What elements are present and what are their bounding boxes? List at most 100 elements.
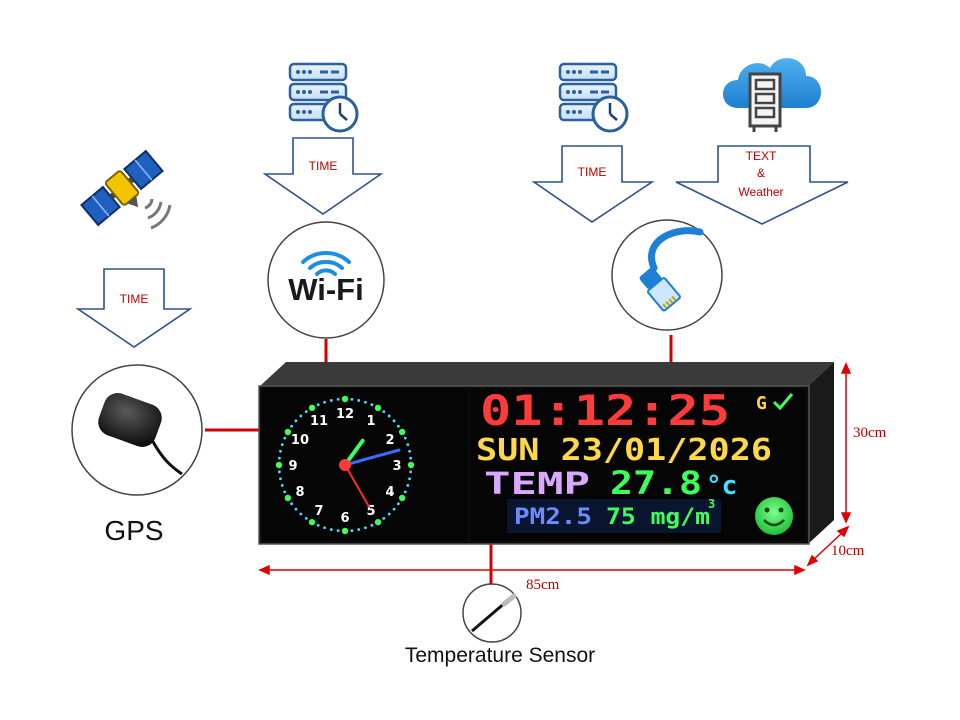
clock-minute-mark xyxy=(316,523,320,527)
clock-hour-mark xyxy=(284,428,292,436)
clock-minute-mark xyxy=(408,449,411,453)
smiley-icon xyxy=(755,497,793,535)
clock-number: 1 xyxy=(366,414,375,429)
clock-number: 5 xyxy=(366,504,375,519)
clock-minute-mark xyxy=(382,516,386,520)
clock-minute-mark xyxy=(323,400,327,404)
clock-ticks xyxy=(275,395,415,535)
clock-number: 6 xyxy=(340,511,349,526)
clock-second-hand xyxy=(344,464,370,508)
height-label: 30cm xyxy=(853,425,887,441)
clock-minute-mark xyxy=(316,403,320,407)
clock-minute-mark xyxy=(283,490,287,494)
clock-number: 9 xyxy=(288,459,297,474)
depth-dimension xyxy=(806,525,850,567)
gps-time-arrow: TIME xyxy=(75,268,193,348)
clock-minute-mark xyxy=(370,523,374,527)
clock-minute-mark xyxy=(403,436,407,440)
clock-number: 11 xyxy=(310,414,328,429)
text-weather-line1: TEXT xyxy=(746,149,777,163)
clock-hour-mark xyxy=(407,461,415,469)
text-weather-line3: Weather xyxy=(738,185,783,199)
clock-minute-mark xyxy=(336,529,340,533)
wifi-logo-text: Wi-Fi xyxy=(288,272,363,307)
clock-minute-mark xyxy=(350,397,354,401)
clock-minute-mark xyxy=(409,470,413,474)
ethernet-cable-icon xyxy=(611,219,723,331)
clock-hour-mark xyxy=(308,518,316,526)
led-gps-badge: G xyxy=(756,393,767,414)
server-clock-icon xyxy=(288,62,359,133)
clock-minute-mark xyxy=(299,512,303,516)
clock-hour-mark xyxy=(398,494,406,502)
clock-number: 10 xyxy=(291,433,309,448)
connector-lines xyxy=(205,335,673,584)
clock-number: 8 xyxy=(295,485,304,500)
gps-time-label: TIME xyxy=(120,292,149,306)
clock-minute-mark xyxy=(357,399,361,402)
clock-minute-mark xyxy=(329,528,333,531)
led-pm-value: 75 mg/m xyxy=(606,505,710,530)
clock-number: 12 xyxy=(336,407,354,422)
led-pm-label: PM2.5 xyxy=(514,505,592,530)
clock-number: 3 xyxy=(392,459,401,474)
clock-minute-hand xyxy=(343,448,401,467)
text-weather-line2: & xyxy=(757,166,765,180)
clock-number: 4 xyxy=(386,485,395,500)
ethernet-time-label: TIME xyxy=(578,165,607,179)
clock-minute-mark xyxy=(363,400,367,404)
clock-hour-mark xyxy=(341,527,349,535)
clock-minute-mark xyxy=(363,526,367,530)
clock-minute-mark xyxy=(350,529,354,533)
clock-minute-mark xyxy=(329,399,333,402)
led-time: 01:12:25 xyxy=(480,386,730,435)
height-dimension xyxy=(840,362,852,524)
clock-number: 2 xyxy=(386,433,395,448)
gps-label: GPS xyxy=(104,515,163,546)
clock-hour-mark xyxy=(308,404,316,412)
signal-waves xyxy=(144,198,172,230)
led-temp-value: 27.8 xyxy=(610,464,702,502)
clock-minute-mark xyxy=(357,528,361,531)
clock-minute-mark xyxy=(392,507,396,511)
clock-minute-mark xyxy=(387,414,391,418)
ethernet-time-arrow: TIME xyxy=(531,145,655,223)
clock-hour-mark xyxy=(284,494,292,502)
clock-center-cap xyxy=(339,459,351,471)
clock-minute-mark xyxy=(406,443,410,447)
clock-hour-mark xyxy=(374,518,382,526)
clock-minute-mark xyxy=(396,424,400,428)
clock-minute-mark xyxy=(406,483,410,487)
width-dimension xyxy=(258,564,806,576)
cloud-server-icon xyxy=(723,58,821,132)
wifi-logo: Wi-Fi xyxy=(267,221,385,339)
led-date: SUN 23/01/2026 xyxy=(476,433,772,468)
clock-hour-mark xyxy=(374,404,382,412)
wifi-time-arrow: TIME xyxy=(262,137,384,215)
clock-hour-mark xyxy=(341,395,349,403)
clock-minute-mark xyxy=(382,410,386,414)
gps-antenna-icon xyxy=(71,364,203,496)
server-clock-icon-2 xyxy=(558,62,629,133)
clock-minute-mark xyxy=(280,483,284,487)
temperature-probe-icon xyxy=(462,583,522,643)
clock-number: 7 xyxy=(314,504,323,519)
clock-minute-mark xyxy=(408,477,411,481)
clock-minute-mark xyxy=(387,512,391,516)
clock-minute-mark xyxy=(277,470,281,474)
clock-minute-mark xyxy=(299,414,303,418)
clock-minute-mark xyxy=(277,456,281,460)
clock-minute-mark xyxy=(290,424,294,428)
clock-minute-mark xyxy=(294,507,298,511)
clock-minute-mark xyxy=(392,419,396,423)
text-weather-arrow: TEXT & Weather xyxy=(675,145,849,225)
clock-minute-mark xyxy=(336,397,340,401)
clock-hour-mark xyxy=(275,461,283,469)
clock-minute-mark xyxy=(283,436,287,440)
clock-hour-mark xyxy=(398,428,406,436)
clock-minute-mark xyxy=(290,502,294,506)
pm-box xyxy=(507,499,721,533)
